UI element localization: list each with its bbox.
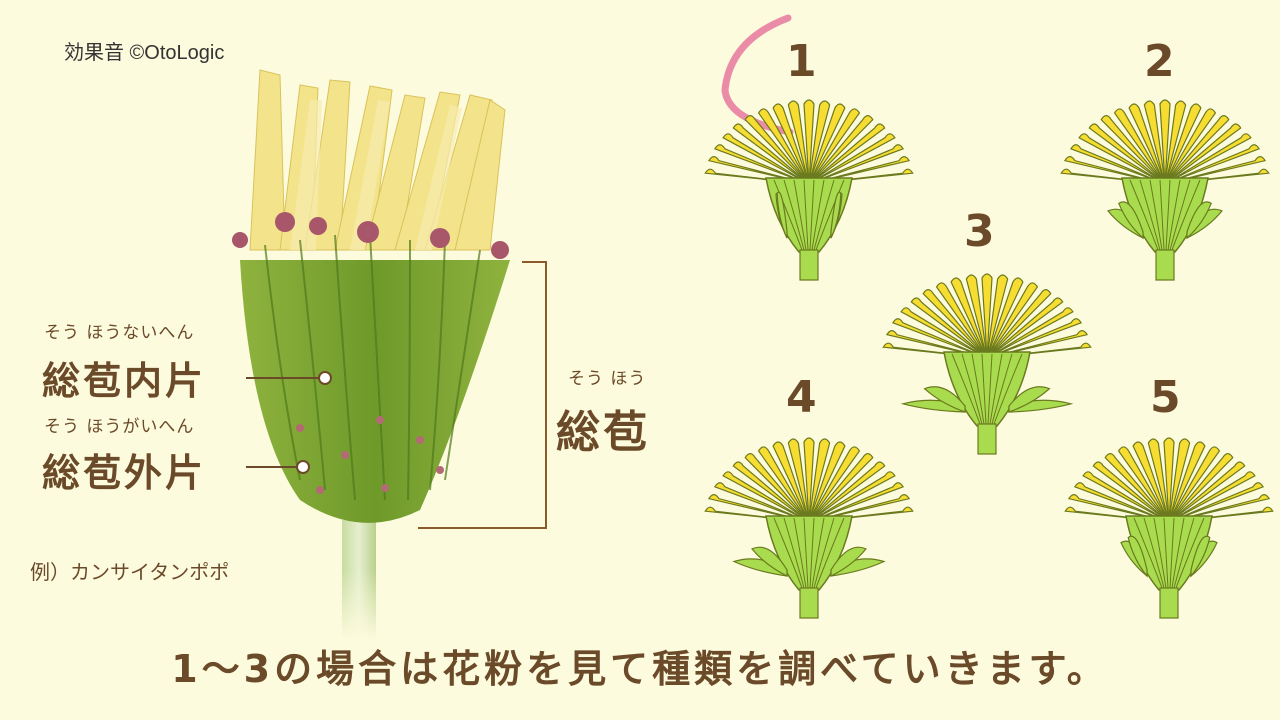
- type-number-1: 1: [786, 36, 817, 87]
- inner-bract-ruby: そう ほうないへん: [44, 323, 195, 343]
- flower-petals: [704, 99, 914, 185]
- flower-involucre: [943, 351, 1031, 427]
- flower-illustration-5: [1064, 437, 1274, 619]
- flower-stem: [1155, 249, 1175, 281]
- flower-outer-bracts: [732, 546, 886, 577]
- flower-stem: [1159, 587, 1179, 619]
- involucre-term: 総苞: [556, 407, 650, 458]
- dandelion-bud-photo: [232, 69, 547, 640]
- flower-outer-bracts: [775, 191, 843, 239]
- flower-involucre: [765, 515, 853, 591]
- flower-illustration-1: [704, 99, 914, 281]
- flower-outer-bracts: [900, 386, 1074, 413]
- flower-stem: [799, 587, 819, 619]
- type-number-4: 4: [786, 372, 817, 423]
- outer-bract-term: 総苞外片: [42, 451, 207, 495]
- example-species: 例）カンサイタンポポ: [30, 560, 230, 584]
- flower-illustration-3: [882, 273, 1092, 455]
- type-number-5: 5: [1150, 372, 1181, 423]
- flower-stem: [799, 249, 819, 281]
- caption-text: 1～3の場合は花粉を見て種類を調べていきます。: [171, 647, 1109, 691]
- flower-illustration-2: [1060, 99, 1270, 281]
- flower-petals: [704, 437, 914, 523]
- flower-petals: [1064, 437, 1274, 523]
- type-number-2: 2: [1144, 36, 1175, 87]
- flower-petals: [882, 273, 1092, 359]
- flower-stem: [977, 423, 997, 455]
- type-number-3: 3: [964, 206, 995, 257]
- involucre-ruby: そう ほう: [568, 369, 647, 389]
- inner-bract-term: 総苞内片: [42, 359, 207, 403]
- flower-petals: [1060, 99, 1270, 185]
- flower-illustration-4: [704, 437, 914, 619]
- credit-text: 効果音 ©OtoLogic: [64, 42, 225, 64]
- flower-outer-bracts: [1120, 535, 1218, 578]
- flower-outer-bracts: [1107, 201, 1223, 240]
- outer-bract-ruby: そう ほうがいへん: [44, 417, 195, 437]
